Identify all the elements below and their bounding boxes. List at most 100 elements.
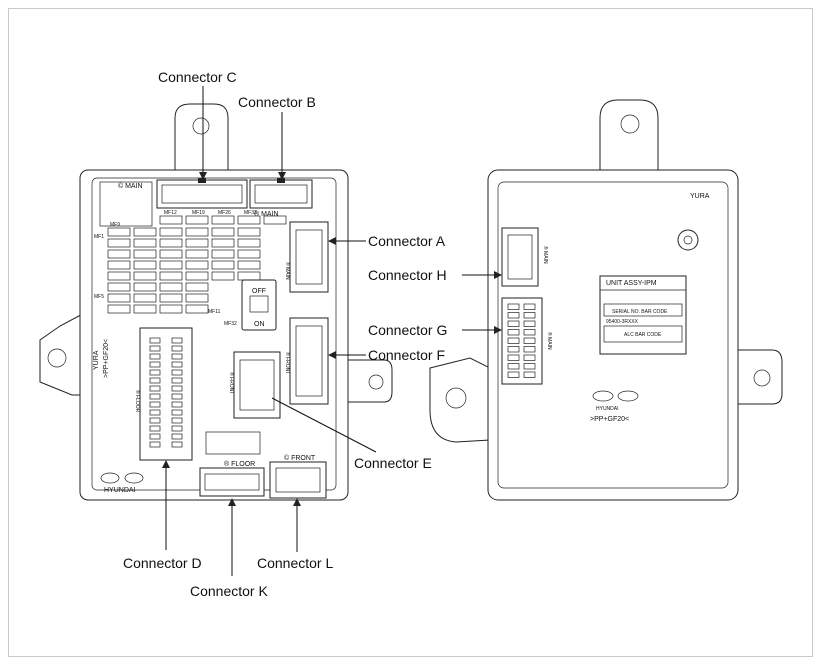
switch-off-text: OFF — [252, 288, 266, 295]
connector-d-pin — [149, 417, 161, 424]
arrow-connector-a — [328, 237, 336, 245]
label-connector-f: Connector F — [368, 347, 445, 363]
front-floor-k-text: ® FLOOR — [224, 460, 255, 468]
label-alc-box — [603, 325, 683, 343]
rear-right-ear — [734, 349, 783, 405]
rear-view-unit — [429, 99, 783, 501]
fuse-slot — [133, 282, 157, 292]
connector-g-pin — [507, 337, 520, 344]
rear-bolt — [677, 229, 699, 251]
connector-d-pin — [149, 433, 161, 440]
connector-d-pin — [171, 409, 183, 416]
connector-d-pins — [149, 337, 183, 448]
label-part-no-text: 95400-3RXXX — [606, 319, 639, 325]
fuse-slot — [107, 293, 131, 303]
connector-h-housing — [501, 227, 539, 287]
fuse-slot — [133, 293, 157, 303]
fuse-slot — [185, 238, 209, 248]
fuse-slot — [159, 293, 183, 303]
fuse-slot — [107, 282, 131, 292]
front-top-tab — [174, 103, 229, 179]
connector-c-housing — [156, 179, 248, 209]
fuse-slot — [237, 238, 261, 248]
connector-d-pin — [171, 425, 183, 432]
connector-d-pin — [171, 441, 183, 448]
front-relay-block — [99, 181, 153, 227]
fuse-label: MF1 — [94, 234, 104, 240]
fuse-slot — [107, 238, 131, 248]
front-label-plate — [205, 431, 261, 455]
fuse-slot — [133, 304, 157, 314]
connector-d-pin — [171, 369, 183, 376]
fuse-label: MF26 — [218, 210, 231, 216]
connector-g-pin — [507, 329, 520, 336]
label-connector-e: Connector E — [354, 455, 432, 471]
fuse-slot — [159, 271, 183, 281]
label-alc-text: ALC BAR CODE — [624, 332, 662, 338]
arrow-connector-f — [328, 351, 336, 359]
connector-d-pin — [171, 393, 183, 400]
fuse-slot — [211, 260, 235, 270]
front-main-b-text: ® MAIN — [254, 210, 279, 218]
front-right-ear — [344, 359, 393, 403]
connector-d-pin — [171, 433, 183, 440]
connector-b-latch — [277, 178, 285, 183]
arrow-connector-b — [278, 172, 286, 180]
fuse-slot — [185, 215, 209, 225]
hyundai-logo-icon — [592, 390, 614, 402]
fuse-grid — [107, 215, 287, 314]
label-serial-text: SERIAL NO. BAR CODE — [612, 309, 668, 315]
connector-d-pin — [149, 353, 161, 360]
connector-g-pin — [507, 354, 520, 361]
connector-e-pins — [239, 359, 275, 411]
connector-g-pin — [523, 371, 536, 378]
fuse-label: MF11 — [208, 309, 221, 315]
connector-d-pin — [171, 417, 183, 424]
front-left-ear-hole — [47, 348, 67, 368]
front-top-tab-hole — [192, 117, 210, 135]
connector-d-pin — [149, 377, 161, 384]
connector-g-pin — [507, 320, 520, 327]
connector-g-pin — [523, 354, 536, 361]
fuse-slot — [133, 227, 157, 237]
connector-b-pins — [254, 184, 308, 204]
fuse-slot — [185, 249, 209, 259]
label-connector-d: Connector D — [123, 555, 202, 571]
connector-g-pin — [507, 346, 520, 353]
fuse-label: MF19 — [192, 210, 205, 216]
rear-body-inner — [497, 181, 729, 489]
rear-left-ear-hole — [445, 387, 467, 409]
fuse-slot — [133, 249, 157, 259]
fuse-slot — [185, 271, 209, 281]
connector-g-pin — [507, 303, 520, 310]
connector-d-pin — [149, 337, 161, 344]
off-on-switch — [241, 279, 277, 331]
fuse-label: MF32 — [224, 321, 237, 327]
fuse-slot — [159, 260, 183, 270]
connector-d-pin — [149, 409, 161, 416]
diagram-frame — [8, 8, 813, 657]
connector-d-housing — [139, 327, 193, 461]
rear-left-ear — [429, 357, 491, 443]
fuse-slot — [159, 304, 183, 314]
arrow-connector-k — [228, 498, 236, 506]
connector-d-pin — [149, 401, 161, 408]
front-main-a-text: ® MAIN — [284, 262, 291, 280]
front-front-l-text: © FRONT — [284, 454, 316, 462]
front-front-e-text: ® FRONT — [228, 372, 235, 394]
label-connector-b: Connector B — [238, 94, 316, 110]
connector-d-pin — [149, 361, 161, 368]
front-main-c-text: © MAIN — [118, 182, 143, 190]
connector-d-pin — [171, 345, 183, 352]
label-connector-a: Connector A — [368, 233, 446, 249]
front-brand-text: YURA — [93, 350, 100, 370]
connector-g-pin — [523, 363, 536, 370]
fuse-slot — [159, 238, 183, 248]
fuse-slot — [159, 215, 183, 225]
fuse-slot — [107, 271, 131, 281]
fuse-slot — [185, 304, 209, 314]
fuse-slot — [159, 227, 183, 237]
connector-l-housing — [269, 461, 327, 499]
connector-k-pins — [204, 473, 260, 491]
fuse-slot — [237, 249, 261, 259]
